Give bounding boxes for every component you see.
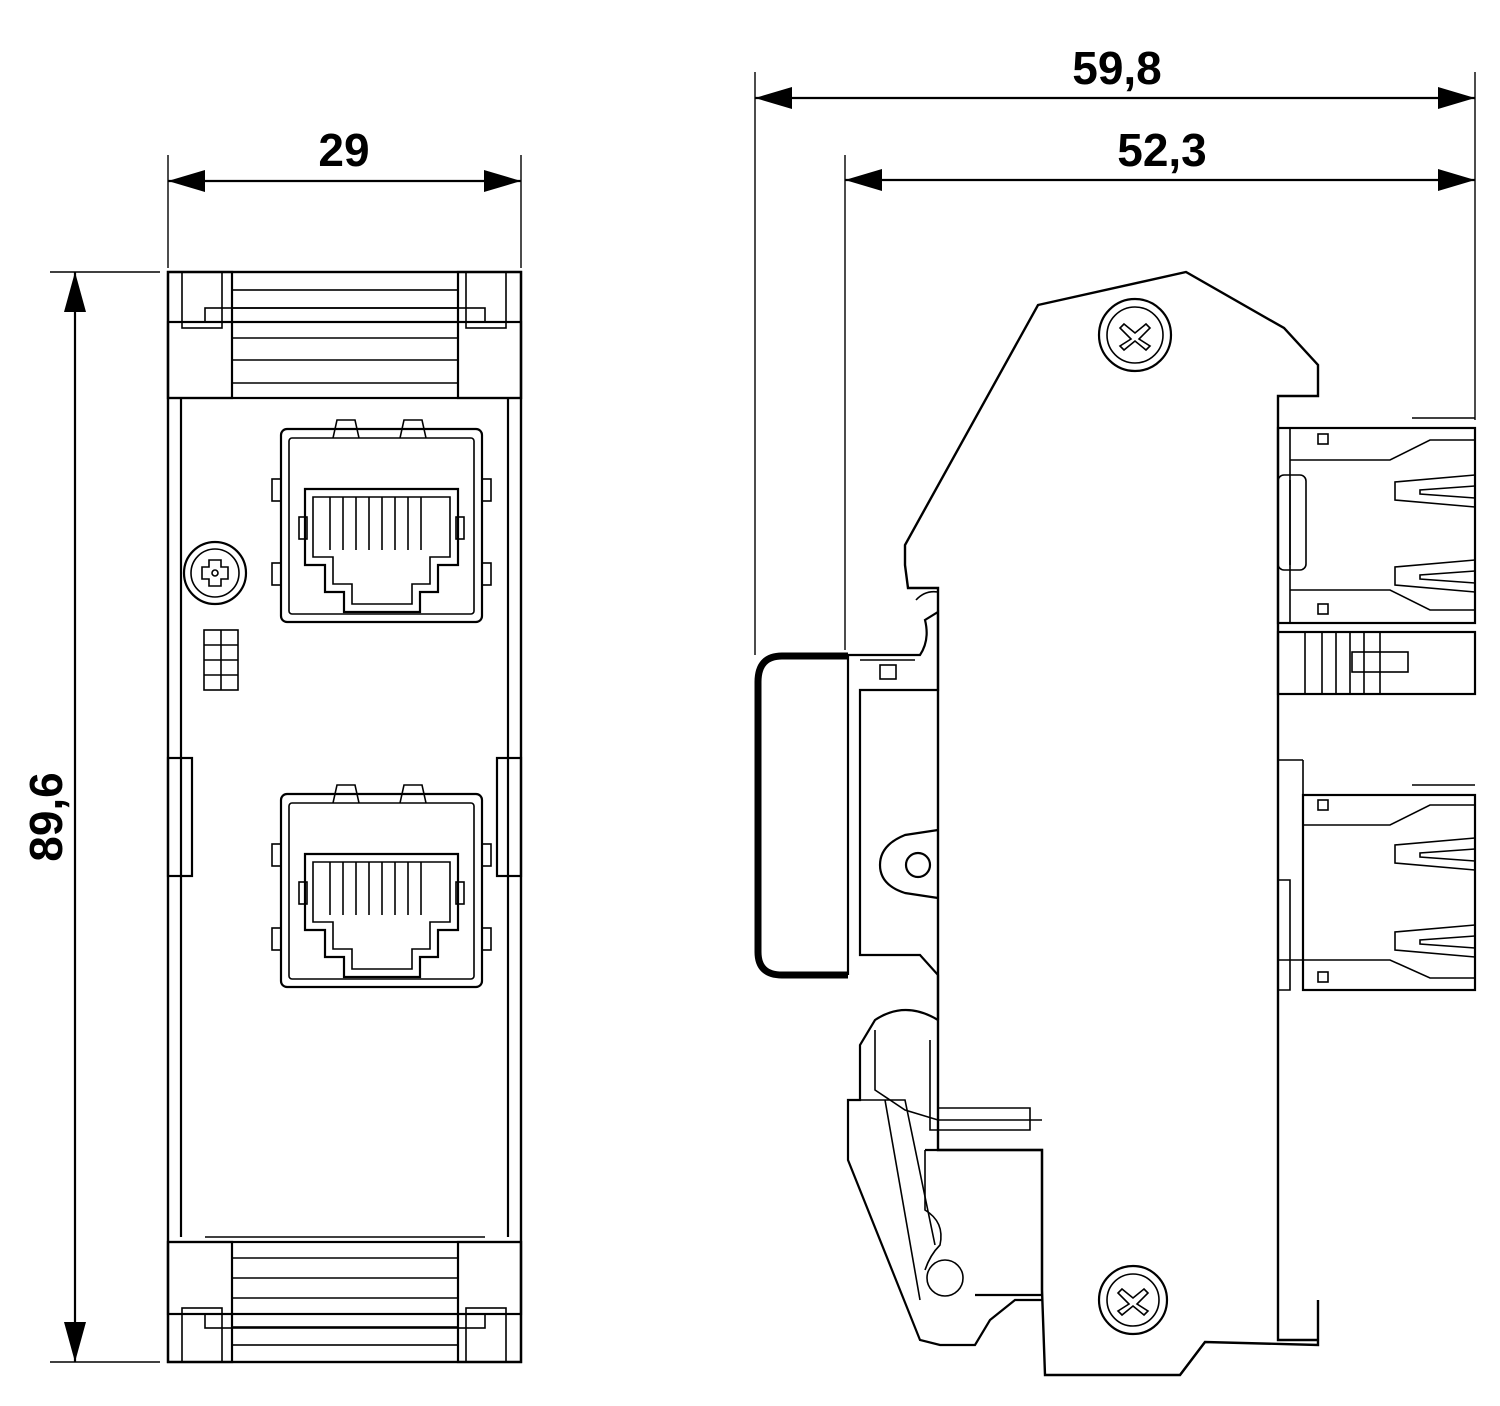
- rail-clamp: [848, 590, 940, 1020]
- dimension-front-width-label: 29: [318, 124, 369, 176]
- dimension-side-body: 52,3: [844, 124, 1475, 650]
- screw-icon: [182, 540, 248, 606]
- dimension-side-body-label: 52,3: [1117, 124, 1207, 176]
- rj45-port-bottom: [271, 784, 492, 989]
- side-tab-left: [166, 756, 194, 878]
- side-plug: [1276, 630, 1477, 696]
- dimension-side-total: 59,8: [754, 42, 1476, 655]
- rj45-side-bottom: [1278, 759, 1477, 992]
- dimension-front-height-label: 89,6: [20, 772, 72, 862]
- dimension-side-total-label: 59,8: [1072, 42, 1162, 94]
- bottom-latch: [166, 1236, 523, 1364]
- rj45-side-top: [1276, 417, 1477, 625]
- side-view: 59,8 52,3: [754, 42, 1477, 1377]
- side-housing: [903, 270, 1320, 1377]
- din-rail: [754, 652, 848, 979]
- dimension-front-height: 89,6: [20, 271, 160, 1363]
- screw-top-icon: [1097, 297, 1173, 373]
- led-indicator-icon: [203, 629, 239, 691]
- dimension-front-width: 29: [167, 124, 522, 268]
- release-latch: [846, 1009, 1044, 1347]
- side-tab-right: [495, 756, 523, 878]
- screw-bottom-icon: [1097, 1264, 1169, 1336]
- top-latch: [166, 270, 523, 400]
- front-view: 29 89,6: [20, 124, 523, 1364]
- rj45-port-top: [271, 419, 492, 624]
- front-housing: [166, 270, 523, 1364]
